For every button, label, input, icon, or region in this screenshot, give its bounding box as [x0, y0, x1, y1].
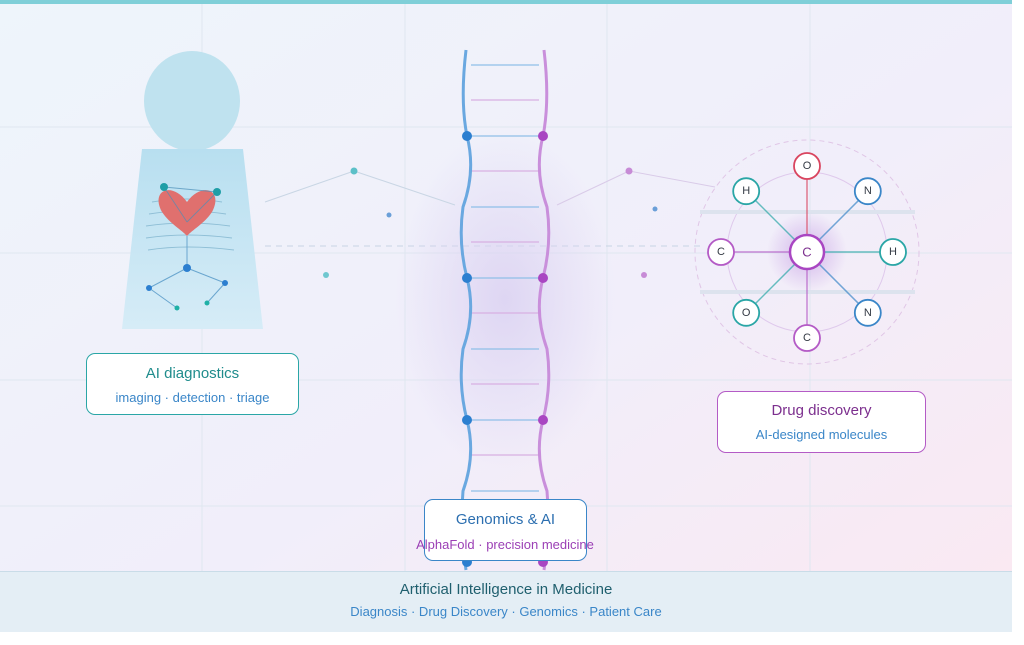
- genomics-title: Genomics & AI: [455, 511, 556, 528]
- molecule-atom: N: [853, 298, 882, 327]
- molecule-atom-label: O: [803, 160, 812, 172]
- molecule-atom: H: [879, 238, 907, 266]
- molecule-atom-label: N: [864, 307, 872, 319]
- footer-banner: Artificial Intelligence in Medicine Diag…: [0, 571, 1012, 632]
- molecule-atom-label: H: [742, 185, 750, 197]
- footer-title: Artificial Intelligence in Medicine: [399, 581, 613, 598]
- molecule-atom: H: [732, 177, 761, 206]
- molecule-atom: C: [707, 238, 735, 266]
- molecule-atom-label: N: [864, 185, 872, 197]
- center-atom-label: C: [802, 245, 811, 260]
- ai-diagnostics-card: AI diagnostics imaging · detection · tri…: [86, 353, 299, 415]
- drug-discovery-title: Drug discovery: [771, 402, 872, 419]
- ai-diagnostics-title: AI diagnostics: [145, 365, 240, 382]
- top-accent-bar: [0, 0, 1012, 4]
- ai-diagnostics-subtitle: imaging · detection · triage: [115, 390, 270, 405]
- dna-helix-icon: [459, 49, 551, 571]
- molecule-atom-label: H: [889, 246, 897, 258]
- drug-discovery-card: Drug discovery AI-designed molecules: [717, 391, 926, 453]
- genomics-subtitle: AlphaFold · precision medicine: [416, 537, 594, 552]
- footer-subtitle: Diagnosis · Drug Discovery · Genomics · …: [350, 604, 662, 619]
- connector-lines: [264, 167, 716, 278]
- molecule-atom-label: C: [803, 332, 811, 344]
- molecule-atom-label: O: [742, 307, 751, 319]
- heart-icon: [158, 190, 216, 236]
- molecule-atom: C: [793, 324, 821, 352]
- drug-discovery-subtitle: AI-designed molecules: [755, 427, 888, 442]
- molecule-atom: N: [853, 177, 882, 206]
- molecule-icon: O N H N C O C H C: [694, 139, 920, 365]
- molecule-atom-label: C: [717, 246, 725, 258]
- center-atom: C: [788, 233, 826, 271]
- genomics-card: Genomics & AI: [424, 499, 587, 561]
- molecule-atom: O: [732, 298, 761, 327]
- molecule-atom: O: [793, 152, 821, 180]
- human-figure-icon: [122, 51, 263, 329]
